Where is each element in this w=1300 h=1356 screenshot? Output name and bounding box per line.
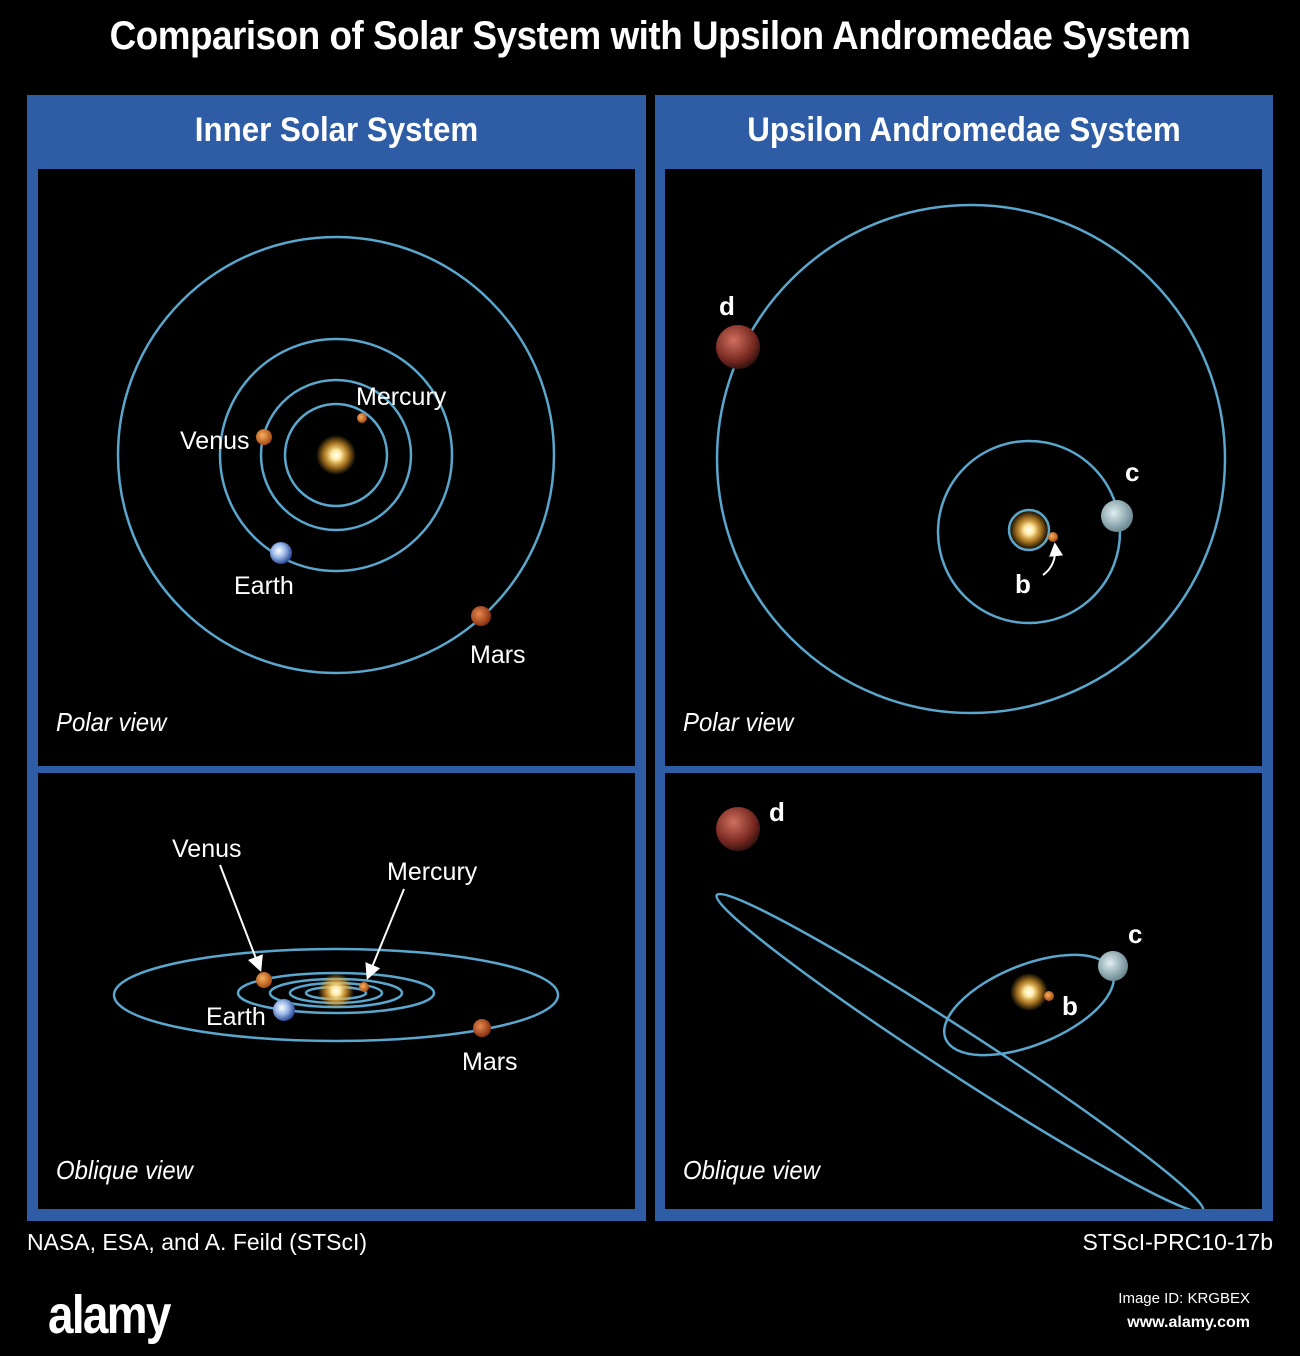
planet-d <box>716 325 760 369</box>
upsilon-andromedae-star <box>1009 510 1049 550</box>
polar-view-label-right: Polar view <box>683 707 794 737</box>
earth-orbit <box>218 337 454 573</box>
d-orbit <box>715 203 1227 715</box>
mars-label: Mars <box>470 641 526 669</box>
site-url[interactable]: www.alamy.com <box>1127 1314 1250 1331</box>
upsilon-polar-diagram: b c d <box>715 203 1227 715</box>
panel-title-inner-solar-system: Inner Solar System <box>194 111 479 149</box>
d-orbit-oblique <box>715 892 1205 1209</box>
upsilon-polar-view: b c d Polar view <box>665 169 1262 766</box>
earth-label-oblique: Earth <box>206 1003 266 1031</box>
upsilon-andromedae-panel: Upsilon Andromedae System <box>655 95 1273 1221</box>
oblique-view-label: Oblique view <box>56 1155 193 1185</box>
panel-title-upsilon-andromedae: Upsilon Andromedae System <box>747 111 1181 149</box>
planet-b <box>1048 532 1058 542</box>
sun <box>316 435 356 475</box>
mercury-orbit <box>283 402 389 508</box>
upsilon-oblique-view: b c d Oblique view <box>665 773 1262 1209</box>
mercury-label-oblique: Mercury <box>387 858 478 886</box>
planet-b-label-oblique: b <box>1062 991 1078 1021</box>
planet-d-oblique <box>716 807 760 851</box>
planet-c-oblique <box>1098 951 1128 981</box>
alamy-logo: alamy <box>48 1285 171 1345</box>
mercury-label: Mercury <box>356 383 447 411</box>
mars <box>471 606 491 626</box>
venus <box>256 429 272 445</box>
earth <box>270 542 292 564</box>
mercury-arrow <box>365 888 405 980</box>
mercury <box>357 413 367 423</box>
inner-solar-polar-diagram: Mercury Venus Earth Mars <box>116 235 556 675</box>
upsilon-oblique-diagram: b c d <box>715 797 1205 1209</box>
oblique-view-label-right: Oblique view <box>683 1155 820 1185</box>
mercury-oblique <box>359 982 369 992</box>
planet-b-arrow <box>1042 542 1064 576</box>
venus-label: Venus <box>180 427 250 455</box>
venus-orbit <box>259 378 413 532</box>
main-title: Comparison of Solar System with Upsilon … <box>109 14 1191 58</box>
planet-c <box>1101 500 1133 532</box>
inner-solar-oblique-diagram: Venus Mercury Earth Mars <box>112 835 560 1076</box>
polar-view-label: Polar view <box>56 707 167 737</box>
earth-label: Earth <box>234 572 294 600</box>
venus-label-oblique: Venus <box>172 835 242 863</box>
credit-right: STScI-PRC10-17b <box>1082 1229 1273 1255</box>
mars-orbit <box>116 235 556 675</box>
credit-left: NASA, ESA, and A. Feild (STScI) <box>27 1229 368 1255</box>
planet-b-oblique <box>1044 991 1054 1001</box>
planet-c-label-oblique: c <box>1128 919 1142 949</box>
mars-oblique <box>473 1019 491 1037</box>
inner-solar-oblique-view: Venus Mercury Earth Mars Oblique view <box>38 773 635 1209</box>
upsilon-andromedae-star-oblique <box>1010 973 1048 1011</box>
inner-solar-system-panel: Inner Solar System <box>27 95 646 1221</box>
mars-label-oblique: Mars <box>462 1048 518 1076</box>
planet-b-label: b <box>1015 569 1031 599</box>
planet-c-label: c <box>1125 457 1139 487</box>
sun-oblique <box>318 973 354 1009</box>
mars-orbit-oblique <box>112 947 560 1043</box>
image-id: Image ID: KRGBEX <box>1118 1290 1250 1307</box>
footer: alamy Image ID: KRGBEX www.alamy.com <box>0 1272 1300 1356</box>
venus-oblique <box>256 972 272 988</box>
planet-d-label: d <box>719 291 735 321</box>
venus-arrow <box>219 864 263 972</box>
c-orbit <box>936 439 1122 625</box>
planet-d-label-oblique: d <box>769 797 785 827</box>
inner-solar-polar-view: Mercury Venus Earth Mars Polar view <box>38 169 635 766</box>
earth-oblique <box>273 999 295 1021</box>
